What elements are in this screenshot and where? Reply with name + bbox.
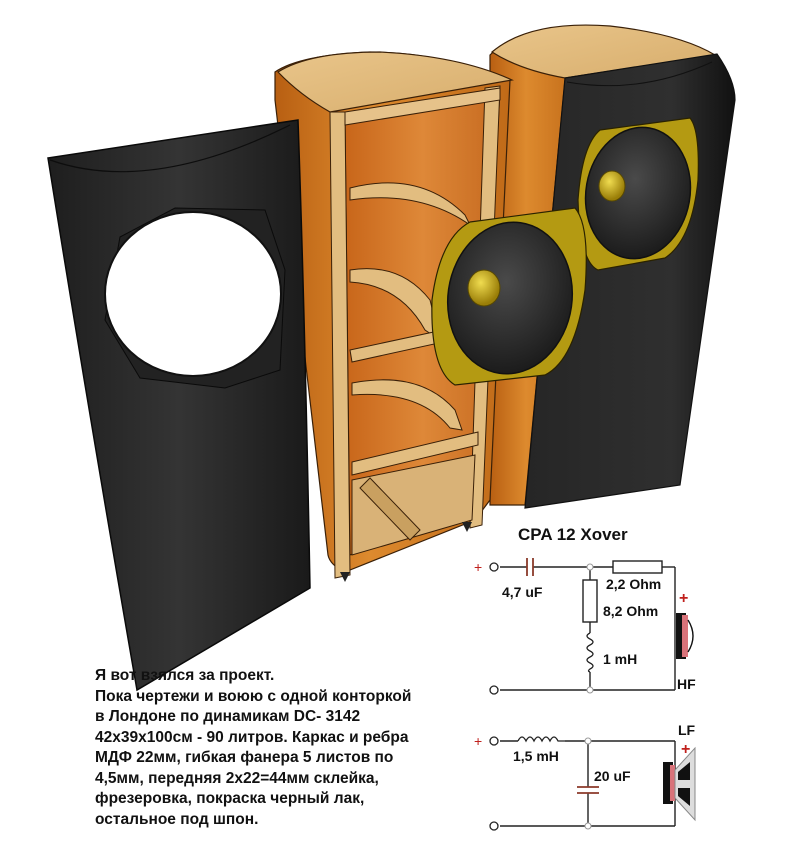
spike-foot [340,572,350,582]
lf-driver-label: LF [678,722,696,738]
hf-driver-plus: + [679,590,688,607]
hf-junction-top [586,563,594,571]
schematic-title: CPA 12 Xover [518,525,628,544]
hf-shunt-resistor-label: 8,2 Ohm [603,603,658,619]
hf-capacitor-label: 4,7 uF [502,584,543,600]
lf-plus-sign: + [474,733,482,749]
description-line: остальное под шпон. [95,810,259,828]
description-line: 42х39х100см - 90 литров. Каркас и ребра [95,728,409,746]
loose-driver-dustcap [467,269,501,307]
lf-junction-top [584,737,592,745]
hf-input-terminal-minus [489,685,499,695]
mounted-driver-dustcap [598,170,626,202]
description-line: фрезеровка, покраска черный лак, [95,790,365,807]
hf-series-resistor-label: 2,2 Ohm [606,576,661,592]
spike-foot [462,522,472,532]
project-description: Я вот взялся за проект. Пока чертежи и в… [95,666,455,830]
description-line: 4,5мм, передняя 2х22=44мм склейка, [95,769,379,787]
loose-driver-cone [446,221,574,375]
crossover-schematic: CPA 12 Xover + 4,7 uF 2,2 Ohm 8,2 Ohm 1 [474,525,696,831]
hf-plus-sign: + [474,559,482,575]
front-baffle-panel [47,119,311,692]
mounted-driver-cone [584,126,692,260]
mounted-driver [577,117,699,271]
hf-shunt-resistor-symbol [582,579,598,623]
description-line: МДФ 22мм, гибкая фанера 5 листов по [95,749,394,766]
description-line: Я вот взялся за проект. [95,667,275,684]
hf-tweeter-symbol [676,613,694,659]
lf-inductor-label: 1,5 mH [513,748,559,764]
hf-series-resistor-symbol [612,560,663,574]
description-line: Пока чертежи и воюю с одной конторкой [95,687,412,705]
assembled-cabinet-top [490,24,717,79]
lf-driver-plus: + [681,741,690,758]
hf-junction-bottom [586,686,594,694]
hf-capacitor-symbol [526,558,534,576]
loose-driver [431,207,587,386]
hf-driver-label: HF [677,676,696,692]
lf-inductor-symbol [517,736,565,743]
lf-input-terminal-plus [489,736,499,746]
lf-input-terminal-minus [489,821,499,831]
front-baffle [47,119,311,692]
lf-woofer-symbol [663,746,696,822]
hf-input-terminal-plus [489,562,499,572]
cabinet-frame-floor [351,454,476,556]
rib-4 [351,379,463,431]
lf-capacitor-label: 20 uF [594,768,631,784]
hf-shunt-inductor-label: 1 mH [603,651,637,667]
rib-5 [351,431,479,476]
cabinet-frame-top [277,51,514,113]
cabinet-frame [274,51,514,582]
lf-capacitor-symbol [577,786,599,794]
front-baffle-cutout [104,211,282,377]
description-line: в Лондоне по динамикам DC- 3142 [95,708,361,725]
hf-shunt-inductor-symbol [586,632,594,673]
lf-junction-bottom [584,822,592,830]
